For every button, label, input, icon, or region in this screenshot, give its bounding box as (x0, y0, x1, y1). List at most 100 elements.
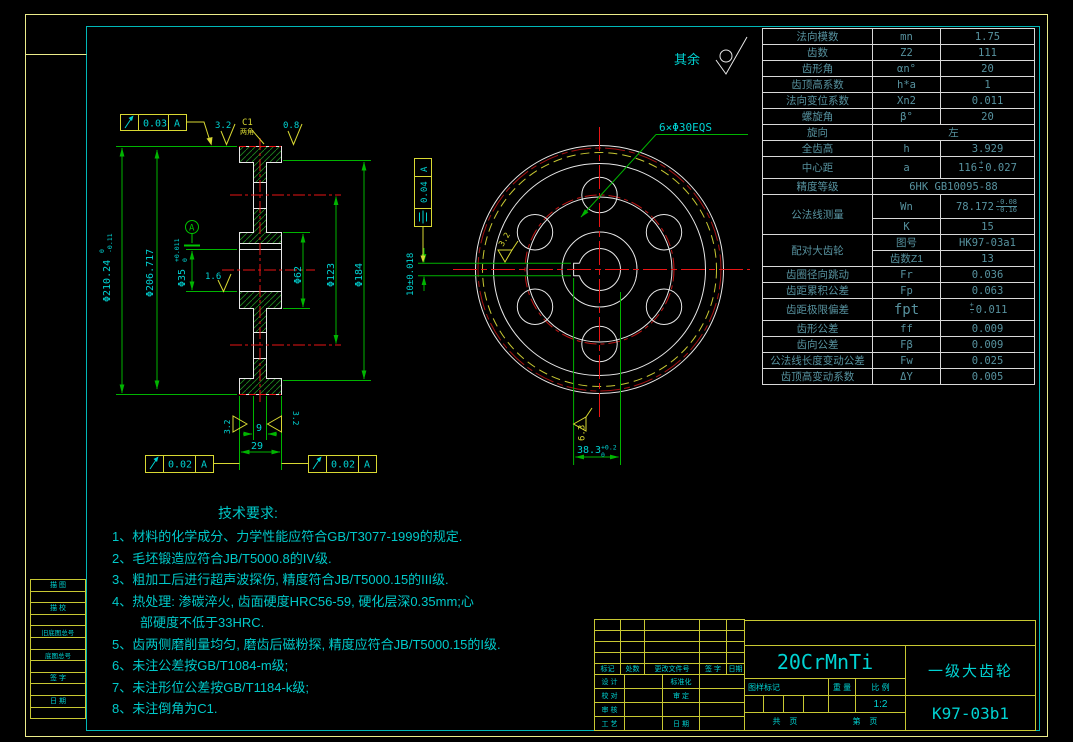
material-cell: 20CrMnTi (744, 645, 906, 679)
param-label: 精度等级 (762, 178, 873, 195)
sig-cell (699, 674, 745, 689)
sig-cell (662, 702, 700, 717)
rest-roughness-label: 其余 (674, 52, 700, 67)
param-label: 齿顶高系数 (762, 76, 873, 93)
dim-hub-diameter: Φ62 (293, 266, 304, 284)
keyway-width-dim (418, 248, 571, 291)
roughness-32-right-icon (266, 415, 282, 433)
dim-pitch-diameter: Φ206.717 (145, 249, 156, 297)
dim-tip-tol-lower: -0.11 (106, 233, 114, 253)
gdt-runout-br-value: 0.02 (331, 460, 355, 471)
param-label: 中心距 (762, 156, 873, 179)
stamp-sub-cell (803, 695, 829, 713)
param-label: 公法线测量 (762, 194, 873, 235)
holes-note: 6×Φ30EQS (659, 121, 712, 134)
param-label: 配对大齿轮 (762, 234, 873, 267)
section-outline (239, 146, 282, 395)
roughness-32-left-icon (232, 415, 249, 433)
revision-table: 标记 处数 更改文件号 签 字 日期 (594, 619, 745, 675)
technical-requirements: 技术要求: 1、材料的化学成分、力学性能应符合GB/T3077-1999的规定.… (112, 503, 592, 720)
margin-blank (30, 706, 86, 720)
pages-cell: 共 页 第 页 (744, 712, 906, 731)
section-view: Φ210.24 0 -0.11 Φ206.717 Φ35 +0.011 0 Φ6… (98, 114, 377, 473)
gdt-frame-symmetry: A 0.04 (414, 158, 432, 263)
param-label: 齿距累积公差 (762, 282, 873, 299)
param-label: 齿顶高变动系数 (762, 368, 873, 385)
param-label: 齿形角 (762, 60, 873, 77)
dim-keyway-depth-tol-lower: 0 (601, 451, 605, 459)
label-standardization: 标准化 (662, 674, 700, 689)
dim-rim-diameter: Φ184 (354, 263, 365, 287)
param-label: 法向变位系数 (762, 92, 873, 109)
label-check: 校 对 (594, 688, 625, 703)
gdt-runout-bl-datum: A (201, 460, 207, 471)
symmetry-icon (419, 210, 427, 224)
weight-label-cell: 重 量 (828, 678, 856, 696)
param-label: 螺旋角 (762, 108, 873, 125)
sig-cell (699, 702, 745, 717)
sig-cell (624, 688, 663, 703)
scale-label-cell: 比 例 (855, 678, 906, 696)
roughness-32-keyway: 3.2 (497, 231, 519, 263)
roughness-08-value: 0.8 (283, 121, 299, 131)
runout-arrow-icon (128, 115, 134, 121)
datum-a-label: A (189, 224, 195, 234)
label-audit: 审 核 (594, 702, 625, 717)
tech-req-line: 部硬度不低于33HRC. (140, 615, 265, 630)
dim-tip-tol-upper: 0 (98, 249, 106, 253)
param-label: 齿向公差 (762, 336, 873, 353)
tech-req-line: 3、粗加工后进行超声波探伤, 精度符合JB/T5000.15的III级. (112, 572, 449, 587)
tech-req-line: 7、未注形位公差按GB/T1184-k级; (112, 679, 309, 695)
param-label: 齿距极限偏差 (762, 298, 873, 321)
gdt-symmetry-datum: A (420, 166, 430, 172)
roughness-08-icon (287, 123, 303, 146)
gdt-runout-top-value: 0.03 (143, 119, 167, 130)
sig-cell (624, 674, 663, 689)
label-approve: 审 定 (662, 688, 700, 703)
dim-bore-tol-upper: +0.011 (173, 238, 181, 262)
stamp-sub-cell (783, 695, 804, 713)
param-label: 齿圈径向跳动 (762, 266, 873, 283)
dim-bore-diameter: Φ35 (177, 269, 188, 287)
section-centerlines (222, 138, 341, 402)
gdt-frame-runout-bottom-left: 0.02 A (145, 455, 240, 473)
tech-req-line: 2、毛坯锻造应符合JB/T5000.8的IV级. (112, 550, 332, 566)
keyway-depth-dim (573, 278, 621, 465)
dim-keyway-width: 10±0.018 (406, 253, 416, 296)
label-process: 工 艺 (594, 716, 625, 731)
tech-req-title: 技术要求: (218, 505, 278, 521)
roughness-32-keyway-value: 3.2 (497, 231, 512, 248)
dim-web-width: 9 (256, 423, 262, 434)
param-label: 旋向 (762, 124, 873, 141)
dim-hub-width: 29 (251, 441, 263, 452)
tech-req-line: 5、齿两侧磨削量均匀, 磨齿后磁粉探, 精度应符合JB/T5000.15的I级. (112, 636, 501, 652)
pages-total: 共 页 (772, 717, 798, 726)
label-design: 设 计 (594, 674, 625, 689)
stamp-sub-cell (744, 695, 764, 713)
section-dim-lines (116, 146, 371, 470)
param-label: 齿数 (762, 44, 873, 61)
gdt-runout-br-datum: A (364, 460, 370, 471)
chamfer-note: C1 (242, 118, 253, 128)
dim-tip-diameter: Φ210.24 (102, 260, 113, 302)
front-view: 10±0.018 A 0.04 3.2 (406, 121, 750, 465)
rest-roughness-icon (715, 36, 748, 75)
gdt-frame-runout-top: 0.03 A (120, 114, 213, 146)
tech-req-line: 1、材料的化学成分、力学性能应符合GB/T3077-1999的规定. (112, 529, 463, 544)
rest-roughness: 其余 (674, 36, 748, 75)
param-label: 公法线长度变动公差 (762, 352, 873, 369)
tech-req-line: 8、未注倒角为C1. (112, 701, 218, 716)
sig-cell (624, 702, 663, 717)
signature-table: 设 计 标准化 校 对 审 定 审 核 工 艺 日 期 (594, 674, 745, 731)
gdt-symmetry-value: 0.04 (420, 181, 430, 203)
roughness-32-top-value: 3.2 (215, 121, 231, 131)
pages-current: 第 页 (852, 717, 878, 726)
param-label: 法向模数 (762, 28, 873, 45)
chamfer-note-sub: 两角 (240, 127, 254, 136)
roughness-16-value: 1.6 (205, 272, 221, 282)
dim-keyway-depth: 38.3 (577, 445, 601, 456)
roughness-32-top-icon (220, 123, 236, 146)
roughness-63: 6.3 (572, 407, 593, 441)
